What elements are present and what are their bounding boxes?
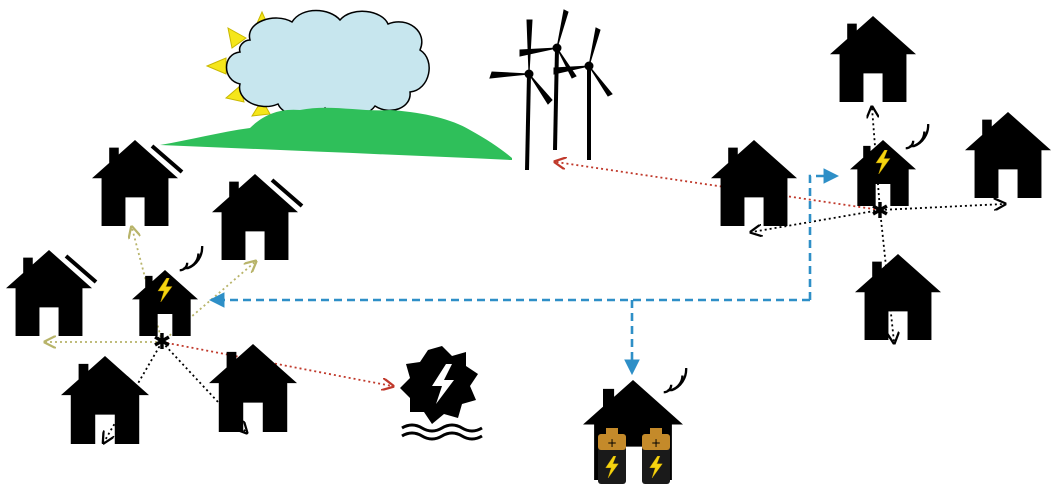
hydro-turbine-icon bbox=[400, 346, 483, 441]
wireless-signal-icon bbox=[904, 124, 930, 150]
house-icon bbox=[830, 16, 916, 102]
house-icon bbox=[855, 254, 941, 340]
house-icon bbox=[711, 140, 797, 226]
solar-panel-icon bbox=[270, 178, 304, 208]
svg-text:+: + bbox=[651, 436, 661, 450]
house-icon bbox=[212, 174, 298, 260]
svg-text:✱: ✱ bbox=[153, 330, 171, 355]
smart-meter-hub-icon: ✱ bbox=[132, 270, 198, 355]
solar-panel-icon bbox=[64, 254, 98, 284]
backbone-links bbox=[208, 168, 840, 376]
house-icon bbox=[965, 112, 1051, 198]
house-icon bbox=[61, 356, 149, 444]
battery-icon: + bbox=[642, 428, 670, 484]
svg-text:+: + bbox=[607, 436, 617, 450]
house-icon bbox=[6, 250, 92, 336]
battery-icon: + bbox=[598, 428, 626, 484]
hill-icon bbox=[160, 107, 512, 160]
house-icon bbox=[209, 344, 297, 432]
wind-turbine-icon bbox=[489, 9, 613, 171]
cloud-icon bbox=[225, 9, 430, 118]
solar-panel-icon bbox=[150, 144, 184, 174]
wireless-signal-icon bbox=[178, 246, 204, 272]
smart-meter-hub-icon: ✱ bbox=[850, 140, 916, 224]
svg-text:✱: ✱ bbox=[871, 199, 889, 224]
house-icon bbox=[92, 140, 178, 226]
wireless-signal-icon bbox=[662, 368, 688, 394]
